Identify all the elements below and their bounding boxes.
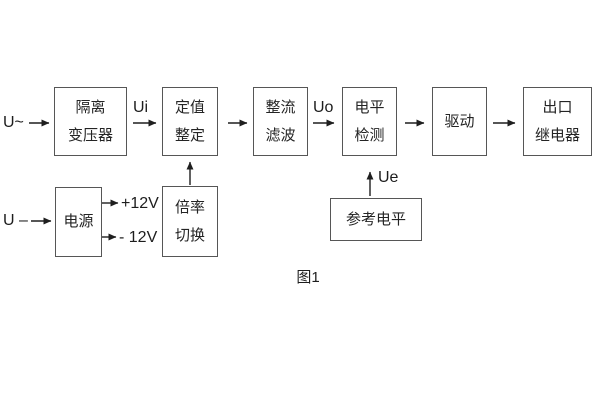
block-label: 参考电平 <box>345 210 406 228</box>
block-label: 整定 <box>174 126 205 144</box>
label-ac-input: U~ <box>3 114 24 131</box>
label-ue: Ue <box>378 169 399 186</box>
block-label: 滤波 <box>265 126 296 144</box>
block-label: 出口 <box>542 98 573 116</box>
block-label: 电平 <box>354 98 385 116</box>
block-label: 隔离 <box>75 98 106 116</box>
label-ui: Ui <box>133 99 149 116</box>
block-driver: 驱动 <box>432 87 487 156</box>
figure-caption: 图1 <box>296 269 320 286</box>
block-reference-level: 参考电平 <box>330 198 422 241</box>
block-label: 整流 <box>265 98 296 116</box>
block-label: 变压器 <box>67 126 113 144</box>
block-rectifier-filter: 整流 滤波 <box>253 87 308 156</box>
block-ratio-switch: 倍率 切换 <box>162 186 218 257</box>
label-plus-12v: +12V <box>121 195 159 212</box>
label-uo: Uo <box>313 99 334 116</box>
block-isolation-transformer: 隔离 变压器 <box>54 87 127 156</box>
block-label: 驱动 <box>444 112 475 130</box>
block-label: 继电器 <box>534 126 580 144</box>
block-setpoint-adjust: 定值 整定 <box>162 87 218 156</box>
block-label: 电源 <box>63 213 94 230</box>
label-minus-12v: - 12V <box>119 229 158 246</box>
label-dc-input: U – <box>3 212 28 229</box>
block-label: 定值 <box>174 98 205 116</box>
block-power-supply: 电源 <box>55 187 102 257</box>
block-output-relay: 出口 继电器 <box>523 87 592 156</box>
block-label: 检测 <box>354 126 385 144</box>
block-level-detector: 电平 检测 <box>342 87 397 156</box>
block-label: 切换 <box>174 226 205 244</box>
block-label: 倍率 <box>174 198 205 216</box>
